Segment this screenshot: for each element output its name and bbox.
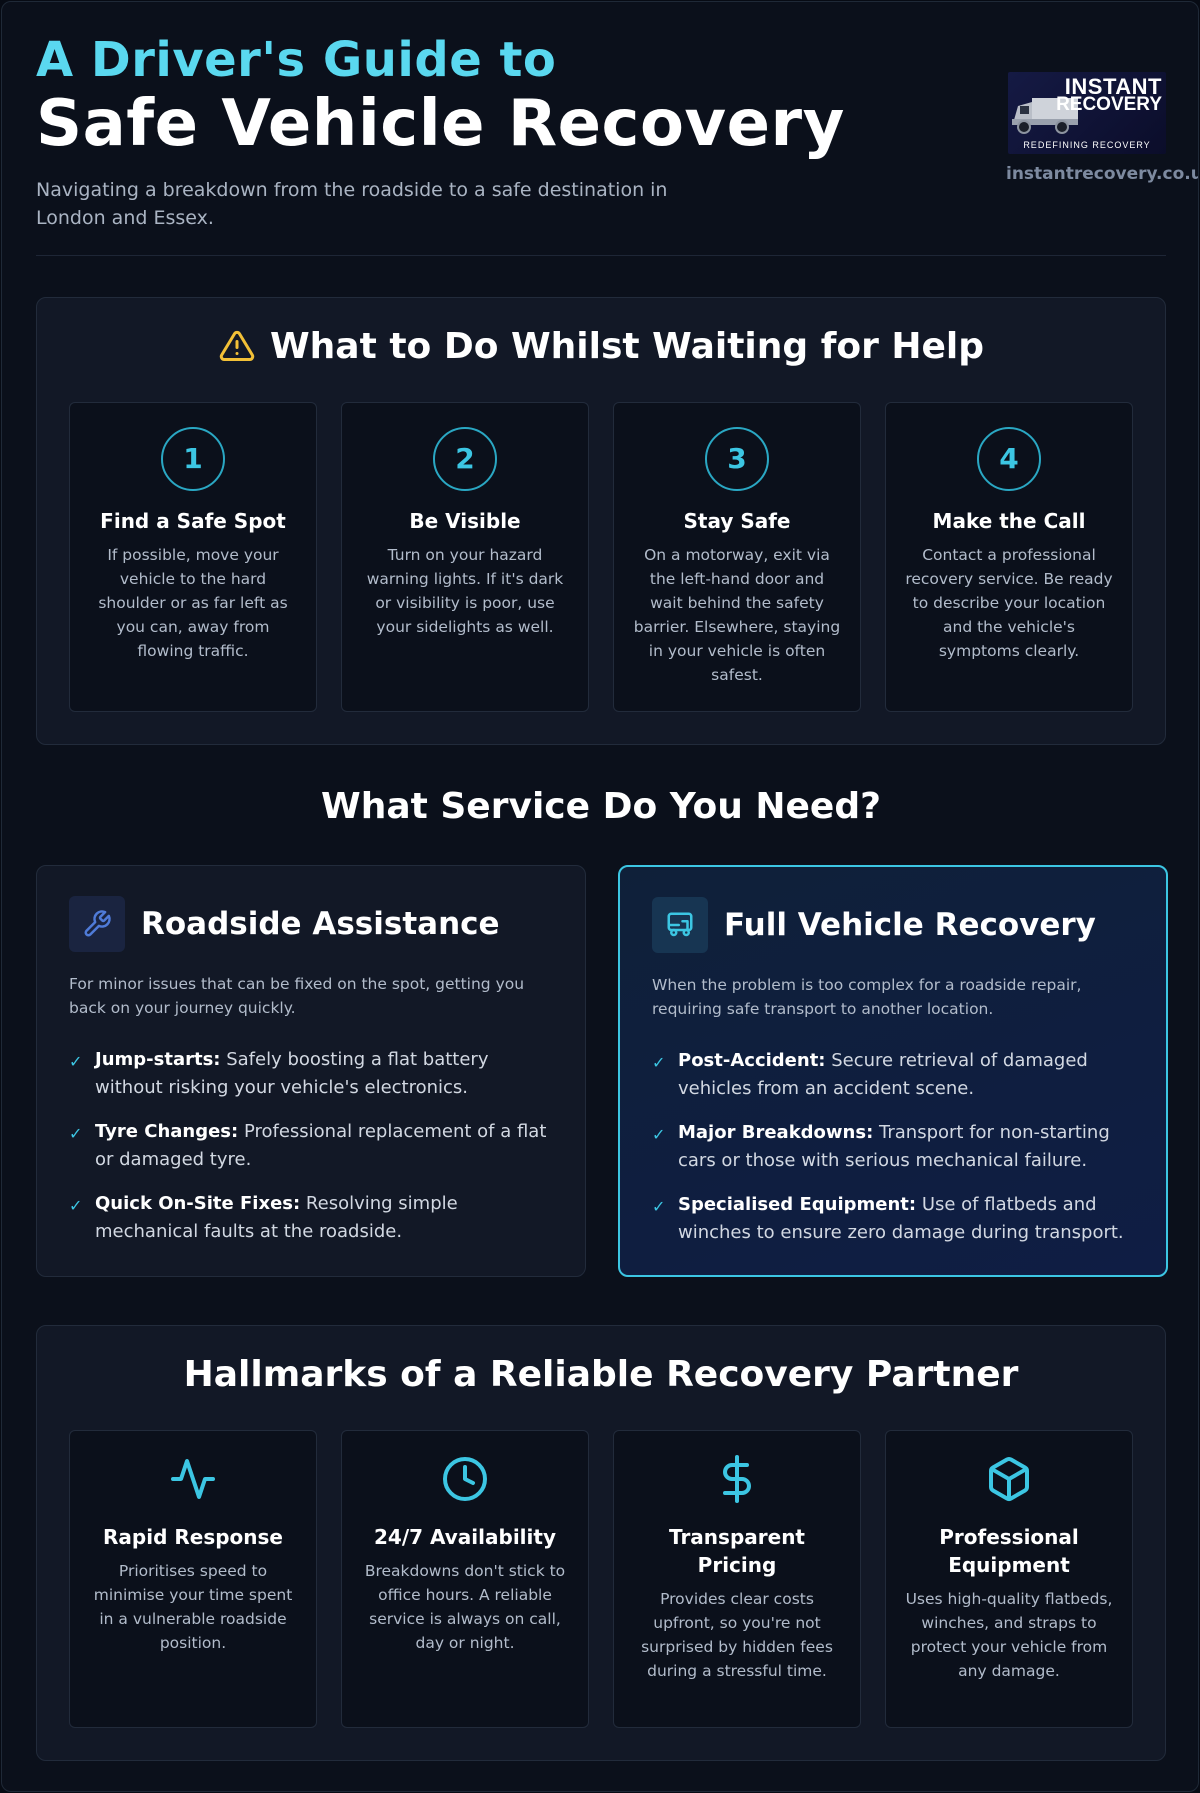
brand-logo: INSTANT RECOVERY REDEFINING RECOVERY — [1008, 72, 1166, 154]
services-heading: What Service Do You Need? — [321, 786, 881, 827]
logo-tagline: REDEFINING RECOVERY — [1023, 140, 1151, 150]
item-label: Tyre Changes: — [95, 1121, 239, 1142]
header-kicker: A Driver's Guide to — [36, 32, 557, 88]
hallmark-card: Rapid Response Prioritises speed to mini… — [69, 1430, 317, 1728]
step-title: Make the Call — [932, 509, 1086, 533]
waiting-panel-title: What to Do Whilst Waiting for Help — [269, 326, 985, 367]
check-icon: ✓ — [69, 1052, 83, 1071]
recovery-title: Full Vehicle Recovery — [724, 907, 1096, 943]
hallmarks-panel: Hallmarks of a Reliable Recovery Partner… — [36, 1325, 1166, 1761]
roadside-description: For minor issues that can be fixed on th… — [69, 975, 525, 1017]
step-text: Contact a professional recovery service.… — [905, 546, 1113, 660]
roadside-assistance-card: Roadside Assistance For minor issues tha… — [36, 865, 586, 1277]
item-text: Professional replacement of a flat or da… — [95, 1121, 547, 1170]
step-number: 1 — [161, 427, 225, 491]
hallmark-title: Transparent Pricing — [669, 1525, 805, 1577]
page-title: Safe Vehicle Recovery — [36, 87, 845, 161]
hallmark-card: Transparent Pricing Provides clear costs… — [613, 1430, 861, 1728]
recovery-header: Full Vehicle Recovery — [652, 897, 1134, 953]
warning-triangle-icon — [219, 330, 255, 361]
step-number: 4 — [977, 427, 1041, 491]
item-text: Transport for non-starting cars or those… — [678, 1122, 1110, 1171]
header: A Driver's Guide to Safe Vehicle Recover… — [36, 32, 1199, 229]
dollar-icon — [723, 1455, 751, 1503]
header-divider — [36, 255, 1166, 256]
step-title: Be Visible — [409, 509, 521, 533]
hallmark-text: Uses high-quality flatbeds, winches, and… — [905, 1590, 1113, 1680]
hallmark-title: Professional Equipment — [939, 1525, 1079, 1577]
recovery-description: When the problem is too complex for a ro… — [652, 976, 1082, 1018]
hallmark-text: Provides clear costs upfront, so you're … — [641, 1590, 833, 1680]
item-label: Post-Accident: — [678, 1050, 826, 1071]
roadside-header: Roadside Assistance — [69, 896, 553, 952]
hallmark-text: Prioritises speed to minimise your time … — [93, 1562, 293, 1652]
step-card: 1 Find a Safe Spot If possible, move you… — [69, 402, 317, 712]
step-number: 3 — [705, 427, 769, 491]
item-label: Major Breakdowns: — [678, 1122, 874, 1143]
header-subtitle: Navigating a breakdown from the roadside… — [36, 179, 668, 229]
item-text: Secure retrieval of damaged vehicles fro… — [678, 1050, 1088, 1099]
item-label: Quick On-Site Fixes: — [95, 1193, 301, 1214]
step-card: 3 Stay Safe On a motorway, exit via the … — [613, 402, 861, 712]
step-title: Find a Safe Spot — [100, 509, 286, 533]
hallmark-title: Rapid Response — [103, 1525, 283, 1549]
item-label: Jump-starts: — [95, 1049, 221, 1070]
clock-icon — [443, 1457, 487, 1501]
roadside-title: Roadside Assistance — [141, 906, 500, 942]
check-icon: ✓ — [69, 1196, 83, 1215]
box-icon — [989, 1457, 1029, 1502]
step-title: Stay Safe — [683, 509, 791, 533]
item-text: Resolving simple mechanical faults at th… — [95, 1193, 458, 1242]
recovery-list: ✓ Post-Accident: Secure retrieval of dama… — [652, 1047, 1134, 1247]
step-number: 2 — [433, 427, 497, 491]
tow-truck-logo-icon — [1012, 98, 1078, 134]
step-text: On a motorway, exit via the left-hand do… — [633, 546, 841, 684]
hallmark-text: Breakdowns don't stick to office hours. … — [364, 1562, 566, 1652]
logo-line-instant: INSTANT — [1064, 74, 1162, 99]
list-item: ✓ Quick On-Site Fixes: Resolving simple m… — [69, 1190, 553, 1246]
website-link[interactable]: instantrecovery.co.uk — [1006, 164, 1199, 184]
waiting-panel-heading: What to Do Whilst Waiting for Help — [37, 326, 1165, 367]
hallmarks-title: Hallmarks of a Reliable Recovery Partner — [183, 1354, 1019, 1395]
hallmark-title: 24/7 Availability — [373, 1525, 556, 1549]
hallmark-card: Professional Equipment Uses high-quality… — [885, 1430, 1133, 1728]
list-item: ✓ Major Breakdowns: Transport for non-sta… — [652, 1119, 1134, 1175]
item-text: Use of flatbeds and winches to ensure ze… — [678, 1194, 1124, 1243]
check-icon: ✓ — [69, 1124, 83, 1143]
activity-pulse-icon — [171, 1459, 215, 1499]
list-item: ✓ Post-Accident: Secure retrieval of dama… — [652, 1047, 1134, 1103]
list-item: ✓ Jump-starts: Safely boosting a flat bat… — [69, 1046, 553, 1102]
check-icon: ✓ — [652, 1125, 666, 1144]
item-label: Specialised Equipment: — [678, 1194, 917, 1215]
list-item: ✓ Specialised Equipment: Use of flatbeds … — [652, 1191, 1134, 1247]
tow-truck-icon — [652, 897, 708, 953]
check-icon: ✓ — [652, 1197, 666, 1216]
waiting-panel: What to Do Whilst Waiting for Help 1 Fin… — [36, 297, 1166, 745]
waiting-steps: 1 Find a Safe Spot If possible, move you… — [69, 402, 1133, 712]
step-card: 2 Be Visible Turn on your hazard warning… — [341, 402, 589, 712]
step-card: 4 Make the Call Contact a professional r… — [885, 402, 1133, 712]
step-text: Turn on your hazard warning lights. If i… — [366, 546, 564, 636]
wrench-icon — [69, 896, 125, 952]
step-text: If possible, move your vehicle to the ha… — [98, 546, 288, 660]
hallmarks-list: Rapid Response Prioritises speed to mini… — [69, 1430, 1133, 1728]
hallmark-card: 24/7 Availability Breakdowns don't stick… — [341, 1430, 589, 1728]
list-item: ✓ Tyre Changes: Professional replacement … — [69, 1118, 553, 1174]
item-text: Safely boosting a flat battery without r… — [95, 1049, 489, 1098]
full-vehicle-recovery-card: Full Vehicle Recovery When the problem i… — [618, 865, 1168, 1277]
check-icon: ✓ — [652, 1053, 666, 1072]
logo-line-recovery: RECOVERY — [1056, 94, 1162, 115]
brand-block: INSTANT RECOVERY REDEFINING RECOVERY ins… — [1006, 72, 1199, 184]
roadside-list: ✓ Jump-starts: Safely boosting a flat bat… — [69, 1046, 553, 1246]
